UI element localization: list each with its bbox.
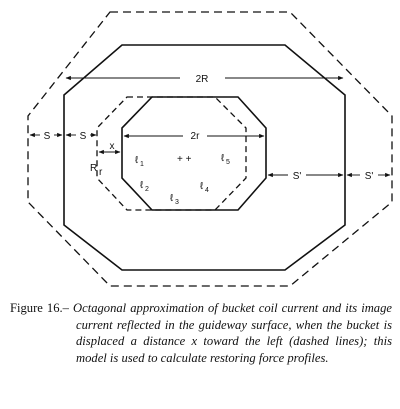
outer-dashed-octagon	[27, 11, 393, 287]
label-S-left-2: S	[80, 131, 87, 142]
large-solid-octagon	[63, 44, 346, 271]
caption-text: Octagonal approximation of bucket coil c…	[68, 301, 392, 365]
segment-label-4: ℓ 4	[200, 181, 209, 194]
svg-text:ℓ: ℓ	[221, 153, 225, 164]
octagon-diagram: 2R 2r S S x R r S' S' + + ℓ 1 ℓ 2 ℓ 3 ℓ …	[27, 11, 393, 287]
svg-text:ℓ: ℓ	[200, 181, 204, 192]
svg-text:3: 3	[175, 199, 179, 206]
segment-label-2: ℓ 2	[140, 180, 149, 193]
svg-text:1: 1	[140, 161, 144, 168]
label-2r: 2r	[191, 131, 201, 142]
segment-label-3: ℓ 3	[170, 193, 179, 206]
label-r: r	[99, 167, 103, 178]
segment-label-5: ℓ 5	[221, 153, 230, 166]
label-R: R	[90, 163, 97, 174]
svg-text:ℓ: ℓ	[170, 193, 174, 204]
caption-number: Figure 16.–	[10, 301, 69, 315]
figure-caption: Figure 16.– Octagonal approximation of b…	[10, 300, 392, 366]
inner-solid-octagon	[121, 96, 267, 211]
svg-text:4: 4	[205, 187, 209, 194]
label-x: x	[110, 141, 115, 152]
label-2R: 2R	[196, 74, 209, 85]
svg-text:ℓ: ℓ	[140, 180, 144, 191]
svg-text:5: 5	[226, 159, 230, 166]
svg-text:2: 2	[145, 186, 149, 193]
inner-dashed-octagon	[96, 96, 247, 211]
segment-label-1: ℓ 1	[135, 155, 144, 168]
svg-text:ℓ: ℓ	[135, 155, 139, 166]
label-S-prime-2: S'	[365, 171, 374, 182]
label-S-left-1: S	[44, 131, 51, 142]
center-marks: + +	[177, 154, 192, 165]
label-S-prime-1: S'	[293, 171, 302, 182]
